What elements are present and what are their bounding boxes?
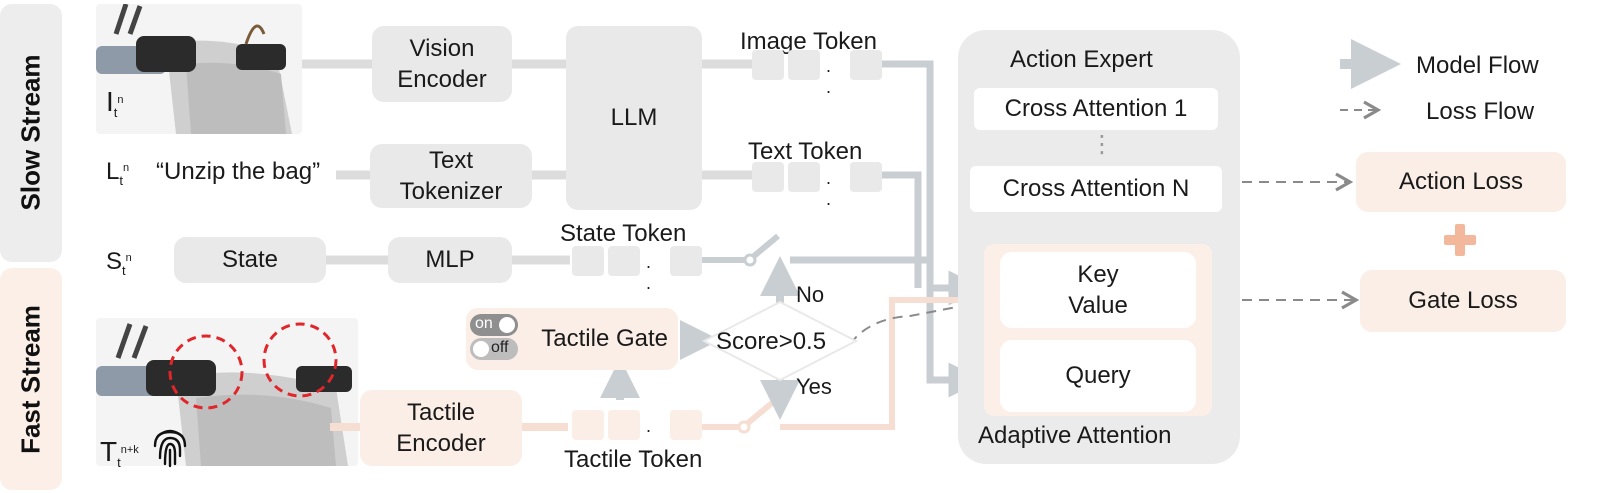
- legend-loss-flow-label: Loss Flow: [1426, 98, 1535, 125]
- gate-off-toggle: off: [470, 338, 518, 360]
- loss-flow-score-to-gate-loss: [849, 305, 963, 345]
- vertical-ellipsis: ⋮: [1090, 131, 1114, 158]
- gate-on-toggle: on: [470, 314, 518, 336]
- token-cell: [788, 162, 820, 192]
- action-loss-box: Action Loss: [1356, 152, 1566, 212]
- cross-attention-n-box: Cross Attention N: [970, 166, 1222, 212]
- flow-switch-to-query: [790, 256, 984, 398]
- token-cell: [572, 246, 604, 276]
- tactile-gate-label: Tactile Gate: [541, 325, 668, 353]
- action-expert-title: Action Expert: [1010, 46, 1153, 73]
- toggle-knob: [499, 317, 515, 333]
- token-ellipsis: . .: [646, 252, 652, 293]
- token-cell: [850, 50, 882, 80]
- fingerprint-icon: [150, 424, 190, 468]
- query-box: Query: [1000, 340, 1196, 412]
- decision-diamond: [701, 300, 859, 382]
- yes-branch-label: Yes: [796, 374, 832, 399]
- image-input-label: Itn: [106, 86, 124, 120]
- token-ellipsis: . .: [826, 168, 832, 209]
- instruction-text: “Unzip the bag”: [156, 158, 321, 185]
- mlp-box: MLP: [388, 237, 512, 283]
- state-box: State: [174, 237, 326, 283]
- state-token-label: State Token: [560, 220, 687, 247]
- text-tokenizer-box: Text Tokenizer: [370, 144, 532, 208]
- adaptive-attention-label: Adaptive Attention: [978, 422, 1172, 449]
- token-cell: [788, 50, 820, 80]
- toggle-knob: [473, 341, 489, 357]
- vision-encoder-box: Vision Encoder: [372, 26, 512, 102]
- token-cell: [572, 410, 604, 440]
- key-value-box: Key Value: [1000, 252, 1196, 328]
- state-switch-lever: [752, 233, 780, 259]
- token-cell: [752, 50, 784, 80]
- robot-gripper-image: [96, 4, 302, 134]
- tactile-token-label: Tactile Token: [564, 446, 703, 473]
- token-ellipsis: . .: [646, 416, 652, 457]
- text-token-label: Text Token: [748, 138, 863, 165]
- state-input-label: Stn: [106, 248, 132, 278]
- flow-text-tokens-to-key-value: [882, 171, 922, 288]
- plus-icon: [1442, 222, 1478, 258]
- token-cell: [850, 162, 882, 192]
- token-cell: [752, 162, 784, 192]
- tactile-switch-pivot: [737, 420, 751, 434]
- gate-loss-box: Gate Loss: [1360, 270, 1566, 332]
- tactile-input-label: Ttn+k: [100, 436, 139, 470]
- score-condition: Score>0.5: [716, 328, 827, 355]
- cross-attention-1-box: Cross Attention 1: [974, 88, 1218, 130]
- tactile-switch-lever: [746, 400, 774, 426]
- flow-image-tokens-to-key-value: [882, 60, 984, 306]
- slow-stream-band: Slow Stream: [0, 4, 62, 262]
- fast-stream-band: Fast Stream: [0, 268, 62, 490]
- token-ellipsis: . .: [826, 56, 832, 97]
- robot-gripper-tactile-image: [96, 318, 358, 466]
- tactile-encoder-box: Tactile Encoder: [360, 390, 522, 466]
- llm-box: LLM: [566, 26, 702, 210]
- token-cell: [670, 410, 702, 440]
- token-cell: [608, 410, 640, 440]
- token-cell: [608, 246, 640, 276]
- no-branch-label: No: [796, 282, 825, 307]
- legend-model-flow-label: Model Flow: [1416, 52, 1539, 79]
- token-cell: [670, 246, 702, 276]
- flow-tactile-switch-to-query: [780, 297, 962, 430]
- state-switch-pivot: [743, 253, 757, 267]
- language-input-label: Ltn: [106, 158, 130, 188]
